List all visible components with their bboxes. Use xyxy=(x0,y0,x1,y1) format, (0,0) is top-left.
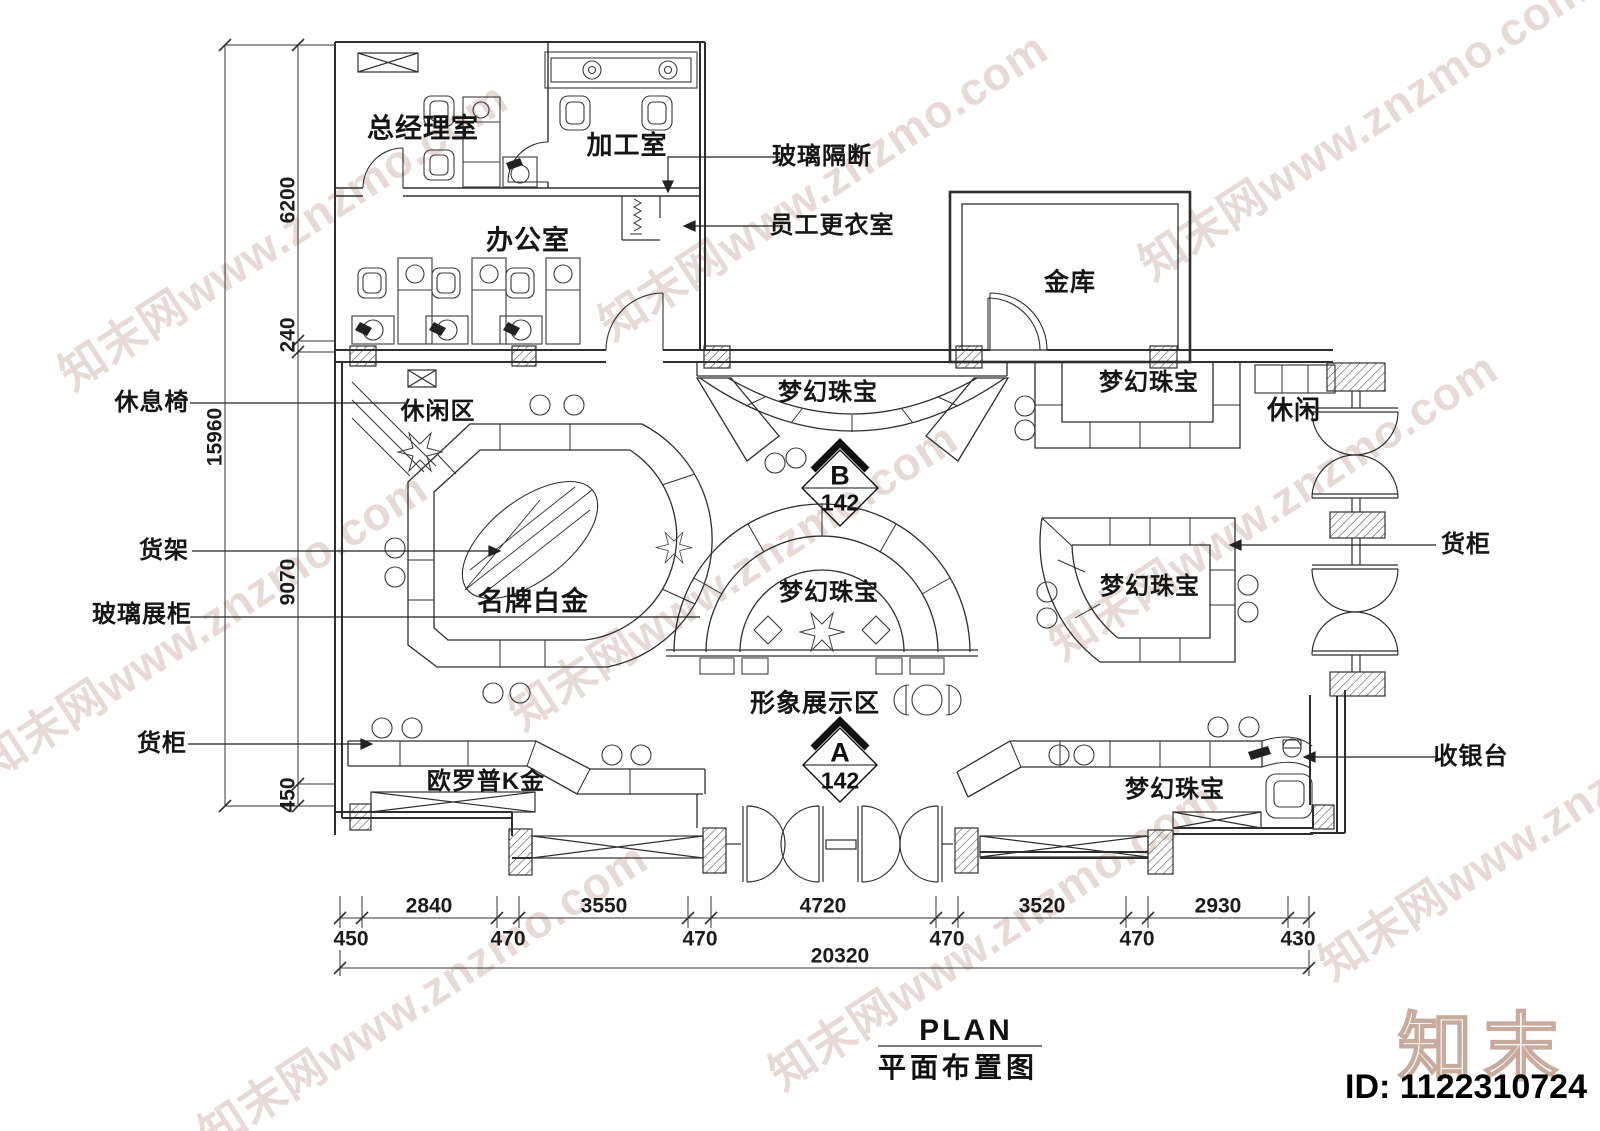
dim-gap-430: 430 xyxy=(1280,927,1316,951)
section-markers xyxy=(801,438,879,803)
callout-cabinet-right: 货柜 xyxy=(1441,531,1491,558)
dim-left-450: 450 xyxy=(276,777,300,813)
counters xyxy=(347,362,1336,828)
callout-shelf: 货架 xyxy=(139,537,189,564)
callout-rest-chair: 休息椅 xyxy=(114,389,190,416)
dim-left-total-15960: 15960 xyxy=(203,407,227,467)
right-wall-display-units xyxy=(1311,391,1399,672)
counter-label-brand-platinum: 名牌白金 xyxy=(477,586,589,617)
dim-gap-470d: 470 xyxy=(1119,927,1155,951)
dim-bottom-total-20320: 20320 xyxy=(810,944,870,968)
room-label-gm-office: 总经理室 xyxy=(367,113,479,144)
stools xyxy=(371,394,1260,766)
marker-a-number: 142 xyxy=(820,767,860,794)
room-label-leisure-area: 休闲区 xyxy=(400,398,476,425)
dim-bottom-3550: 3550 xyxy=(580,894,628,918)
office-furniture xyxy=(351,51,698,345)
marker-b-number: 142 xyxy=(820,489,860,516)
plan-title-en: PLAN xyxy=(919,1014,1013,1047)
znzmo-logo: 知末 xyxy=(1397,1005,1570,1090)
dim-bottom-2840: 2840 xyxy=(405,894,453,918)
cashier-desk xyxy=(1248,738,1313,819)
display-windows xyxy=(357,52,1262,859)
room-label-office: 办公室 xyxy=(486,225,570,256)
leisure-bench xyxy=(351,381,846,653)
marker-b-letter: B xyxy=(830,460,850,491)
area-label-image-display: 形象展示区 xyxy=(749,689,881,718)
dimension-lines xyxy=(218,38,1316,976)
wall-piers xyxy=(349,345,1386,876)
callout-glass-showcase: 玻璃展柜 xyxy=(92,601,192,628)
counter-label-europe-k-gold: 欧罗普K金 xyxy=(426,768,546,795)
dim-left-6200: 6200 xyxy=(276,176,300,224)
callout-leaders xyxy=(188,156,1436,763)
counter-label-dream-jewelry-1: 梦幻珠宝 xyxy=(778,379,878,406)
callout-cabinet-left: 货柜 xyxy=(137,730,187,757)
title-underline xyxy=(878,1045,1042,1047)
entrance-display-units xyxy=(726,805,953,883)
counter-label-dream-jewelry-3: 梦幻珠宝 xyxy=(779,579,879,606)
room-label-leisure: 休闲 xyxy=(1266,395,1322,425)
dim-bottom-2930: 2930 xyxy=(1194,894,1242,918)
dim-bottom-4720: 4720 xyxy=(799,894,847,918)
callout-cashier: 收银台 xyxy=(1433,743,1509,770)
dim-bottom-3520: 3520 xyxy=(1018,894,1066,918)
marker-a-letter: A xyxy=(830,737,850,768)
counter-label-dream-jewelry-5: 梦幻珠宝 xyxy=(1125,776,1225,803)
dim-gap-470c: 470 xyxy=(929,927,965,951)
callout-staff-changing: 员工更衣室 xyxy=(769,212,895,239)
counter-label-dream-jewelry-2: 梦幻珠宝 xyxy=(1099,369,1199,396)
room-label-vault: 金库 xyxy=(1043,268,1097,297)
dim-gap-470a: 470 xyxy=(490,927,526,951)
dim-left-240: 240 xyxy=(276,317,300,353)
image-id: ID: 1122310724 xyxy=(1345,1068,1587,1106)
plan-title-zh: 平面布置图 xyxy=(877,1052,1039,1083)
vault-room xyxy=(948,190,1192,364)
dim-left-9070: 9070 xyxy=(276,558,300,606)
dim-gap-450: 450 xyxy=(333,927,369,951)
dim-gap-470b: 470 xyxy=(682,927,718,951)
callout-glass-partition: 玻璃隔断 xyxy=(772,143,872,170)
counter-label-dream-jewelry-4: 梦幻珠宝 xyxy=(1100,573,1200,600)
room-label-processing: 加工室 xyxy=(586,130,668,160)
